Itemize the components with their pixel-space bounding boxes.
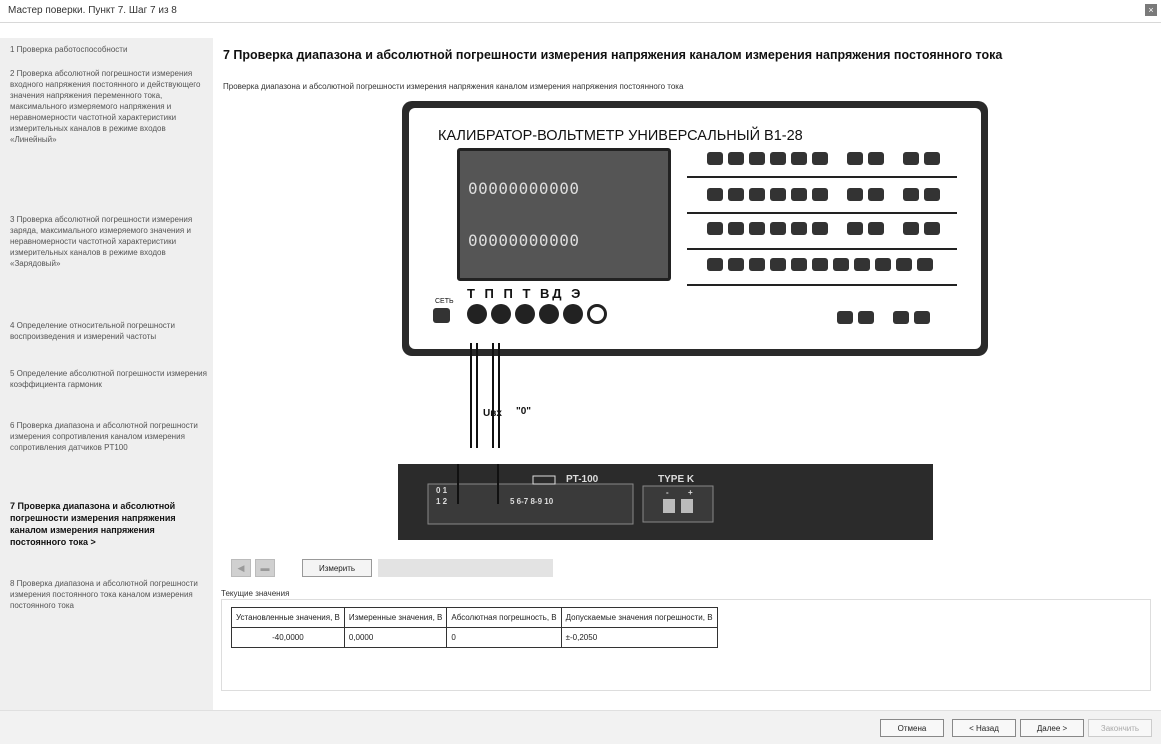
- table-row: -40,0000 0,0000 0 ±-0,2050: [231, 627, 718, 648]
- sidebar-item-8[interactable]: 8 Проверка диапазона и абсолютной погреш…: [10, 579, 198, 610]
- pin-label-top: 0 1: [436, 486, 448, 495]
- cancel-button[interactable]: Отмена: [880, 719, 944, 737]
- footer-bar: Отмена < Назад Далее > Закончить: [0, 710, 1161, 744]
- pin-label-bottom: 1 2: [436, 497, 448, 506]
- device-title: КАЛИБРАТОР-ВОЛЬТМЕТР УНИВЕРСАЛЬНЫЙ В1-28: [438, 128, 803, 144]
- results-group: [221, 599, 1151, 691]
- sidebar-item-1[interactable]: 1 Проверка работоспособности: [10, 45, 128, 54]
- results-label: Текущие значения: [221, 589, 290, 598]
- measure-progress-bar: [378, 559, 553, 577]
- terminal-t2: [539, 304, 559, 324]
- measure-button[interactable]: Измерить: [302, 559, 372, 577]
- pin-label-mid: 5 6-7 8-9 10: [510, 497, 554, 506]
- sidebar-item-3[interactable]: 3 Проверка абсолютной погрешности измере…: [10, 215, 193, 268]
- typek-plus: +: [688, 488, 693, 497]
- sidebar-item-2[interactable]: 2 Проверка абсолютной погрешности измере…: [10, 69, 201, 144]
- terminal-block-image: 0 1 1 2 5 6-7 8-9 10 PT-100 TYPE K - +: [398, 464, 933, 540]
- typek-minus: -: [666, 488, 669, 497]
- terminal-p2: [515, 304, 535, 324]
- cell-measured-value: 0,0000: [343, 627, 448, 648]
- main-panel: 7 Проверка диапазона и абсолютной погреш…: [213, 38, 1161, 710]
- button-row-4: [707, 258, 938, 271]
- back-arrow-icon[interactable]: ◀: [231, 559, 251, 577]
- stop-icon[interactable]: ▬: [255, 559, 275, 577]
- col-allowed-error: Допускаемые значения погрешности, В: [560, 607, 718, 628]
- title-bar: Мастер поверки. Пункт 7. Шаг 7 из 8 ×: [0, 0, 1161, 23]
- col-measured-value: Измеренные значения, В: [343, 607, 448, 628]
- divider: [687, 248, 957, 250]
- divider: [687, 176, 957, 178]
- sidebar-item-5[interactable]: 5 Определение абсолютной погрешности изм…: [10, 369, 207, 389]
- back-button[interactable]: < Назад: [952, 719, 1016, 737]
- table-header-row: Установленные значения, В Измеренные зна…: [231, 607, 718, 628]
- results-table: Установленные значения, В Измеренные зна…: [231, 607, 718, 648]
- display-row-1: 00000000000: [468, 179, 580, 198]
- col-abs-error: Абсолютная погрешность, В: [446, 607, 562, 628]
- power-label: СЕТЬ: [435, 298, 454, 305]
- window-title: Мастер поверки. Пункт 7. Шаг 7 из 8: [8, 5, 177, 16]
- close-icon[interactable]: ×: [1145, 4, 1157, 16]
- zero-label: "0": [516, 406, 532, 417]
- calibrator-device-image: КАЛИБРАТОР-ВОЛЬТМЕТР УНИВЕРСАЛЬНЫЙ В1-28…: [402, 101, 988, 356]
- next-button[interactable]: Далее >: [1020, 719, 1084, 737]
- terminal-p1: [491, 304, 511, 324]
- terminal-t1: [467, 304, 487, 324]
- divider: [687, 212, 957, 214]
- button-row-1: [707, 152, 945, 165]
- cell-abs-error: 0: [446, 627, 562, 648]
- terminal-vd: [563, 304, 583, 324]
- divider: [687, 284, 957, 286]
- display-row-2: 00000000000: [468, 231, 580, 250]
- page-title: 7 Проверка диапазона и абсолютной погреш…: [223, 48, 1003, 62]
- typek-label: TYPE K: [658, 474, 695, 485]
- page-subtitle: Проверка диапазона и абсолютной погрешно…: [223, 82, 684, 91]
- finish-button[interactable]: Закончить: [1088, 719, 1152, 737]
- sidebar-item-7-active[interactable]: 7 Проверка диапазона и абсолютной погреш…: [10, 501, 176, 547]
- device-display: 00000000000 00000000000: [457, 148, 671, 281]
- power-button: [433, 308, 450, 323]
- terminal-labels: Т П П Т ВД Э: [467, 286, 584, 301]
- sidebar-item-6[interactable]: 6 Проверка диапазона и абсолютной погреш…: [10, 421, 198, 452]
- col-set-value: Установленные значения, В: [231, 607, 345, 628]
- cell-set-value: -40,0000: [231, 627, 345, 648]
- cell-allowed-error: ±-0,2050: [560, 627, 718, 648]
- button-row-3: [707, 222, 945, 235]
- button-row-5: [837, 311, 935, 324]
- wiring-diagram: [470, 343, 500, 448]
- steps-sidebar: 1 Проверка работоспособности 2 Проверка …: [0, 38, 213, 710]
- uin-label: Uвх: [483, 408, 502, 419]
- terminal-e: [587, 304, 607, 324]
- sidebar-item-4[interactable]: 4 Определение относительной погрешности …: [10, 321, 175, 341]
- button-row-2: [707, 188, 945, 201]
- pt100-label: PT-100: [566, 474, 599, 485]
